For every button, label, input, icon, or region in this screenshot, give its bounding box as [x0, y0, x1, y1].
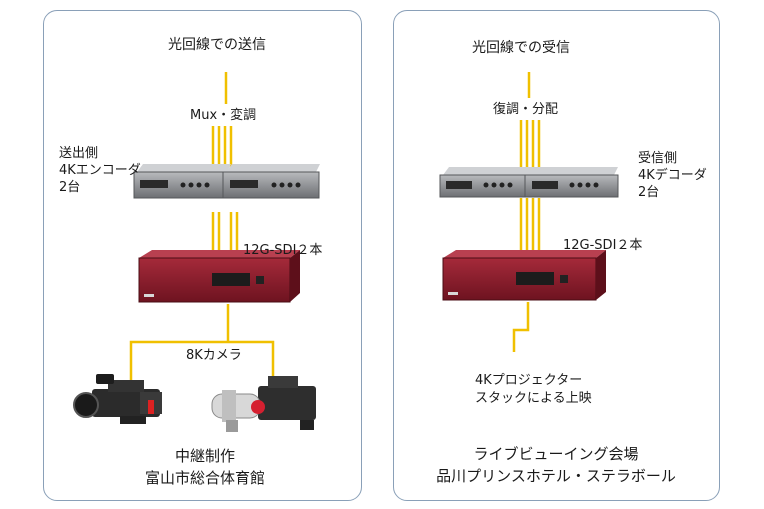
left-fiber-label: 光回線での送信 — [168, 37, 266, 53]
camera-label: 8Kカメラ — [186, 348, 242, 363]
encoder-label-line2: 4Kエンコーダ — [59, 163, 141, 178]
right-sdi-label: 12G-SDI２本 — [563, 238, 643, 253]
decoder-unit-2 — [524, 167, 619, 198]
decoder-unit-1 — [439, 167, 534, 198]
left-8k-processor — [138, 250, 300, 303]
camera-1 — [73, 374, 162, 424]
right-venue-line1: ライブビューイング会場 — [473, 445, 639, 463]
camera-2 — [211, 376, 316, 432]
projector-label-line1: 4Kプロジェクター — [475, 373, 583, 388]
encoder-unit-2 — [222, 164, 320, 199]
right-fiber-label: 光回線での受信 — [472, 40, 570, 56]
demod-label: 復調・分配 — [493, 102, 559, 117]
encoder-unit-1 — [133, 164, 231, 199]
left-sdi-label: 12G-SDI２本 — [243, 243, 323, 258]
decoder-label-line3: 2台 — [638, 185, 660, 200]
mux-label: Mux・変調 — [190, 108, 257, 123]
encoder-label-line3: 2台 — [59, 180, 81, 195]
decoder-label-line1: 受信側 — [638, 151, 678, 166]
projector-label-line2: スタックによる上映 — [475, 391, 592, 406]
right-wires — [512, 72, 541, 352]
right-8k-processor — [442, 250, 606, 301]
right-venue-line2: 品川プリンスホテル・ステラボール — [436, 467, 676, 485]
decoder-label-line2: 4Kデコーダ — [638, 168, 707, 183]
left-venue-line2: 富山市総合体育館 — [144, 469, 265, 487]
left-venue-line1: 中継制作 — [174, 447, 235, 465]
encoder-label-line1: 送出側 — [59, 146, 99, 161]
